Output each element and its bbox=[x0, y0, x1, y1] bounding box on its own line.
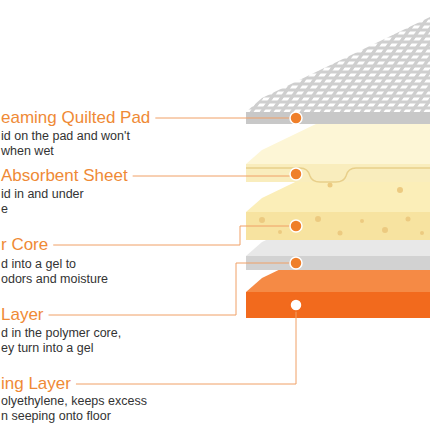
callout-dot bbox=[290, 299, 302, 311]
description-line: odors and moisture bbox=[1, 272, 108, 287]
description-line: n seeping onto floor bbox=[1, 409, 147, 424]
layer-heading: eaming Quilted Pad bbox=[1, 108, 150, 128]
layer-heading: r Core bbox=[1, 235, 48, 255]
layer-description: olyethylene, keeps excess n seeping onto… bbox=[1, 394, 147, 424]
layer-description: d in the polymer core, ey turn into a ge… bbox=[1, 326, 121, 356]
description-line: when wet bbox=[1, 144, 130, 159]
description-line: id in and under bbox=[1, 187, 84, 202]
description-line: ey turn into a gel bbox=[1, 341, 121, 356]
leader-line bbox=[53, 226, 296, 245]
pad-surface bbox=[246, 17, 430, 112]
layer-description: id in and under e bbox=[1, 187, 84, 217]
callout-dot bbox=[290, 220, 302, 232]
sheet-edge bbox=[246, 164, 430, 182]
description-line: d in the polymer core, bbox=[1, 326, 121, 341]
description-line: olyethylene, keeps excess bbox=[1, 394, 147, 409]
leader-line bbox=[133, 176, 296, 177]
leader-line bbox=[76, 305, 296, 384]
sheet-fold bbox=[246, 168, 430, 182]
layer-description: id on the pad and won't when wet bbox=[1, 129, 130, 159]
leader-line bbox=[155, 118, 296, 119]
callout-dot bbox=[290, 168, 302, 180]
layer-heading: Layer bbox=[1, 305, 44, 325]
backing-edge bbox=[246, 292, 430, 318]
layer-heading: Absorbent Sheet bbox=[1, 166, 128, 186]
layer-description: d into a gel to odors and moisture bbox=[1, 257, 108, 287]
layer-heading: ing Layer bbox=[1, 374, 71, 394]
leader-line bbox=[49, 263, 296, 315]
callout-dot bbox=[290, 257, 302, 269]
description-line: d into a gel to bbox=[1, 257, 108, 272]
description-line: id on the pad and won't bbox=[1, 129, 130, 144]
description-line: e bbox=[1, 202, 84, 217]
callout-dot bbox=[290, 112, 302, 124]
